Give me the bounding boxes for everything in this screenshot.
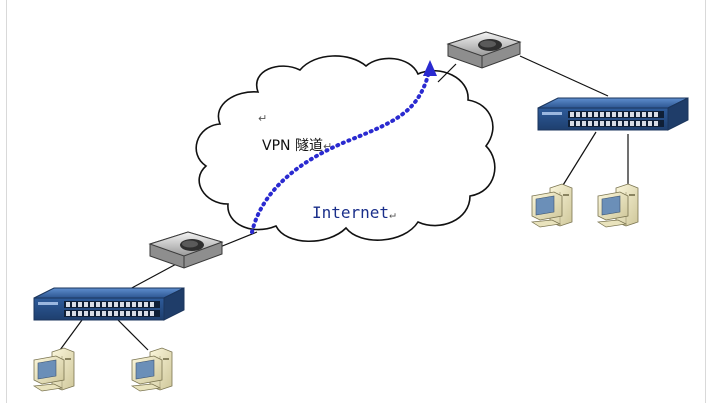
- link-switch-left-pc1: [59, 319, 83, 351]
- vpn-tunnel-label: VPN 隧道↵: [262, 138, 332, 154]
- link-switch-right-pc1: [559, 131, 597, 191]
- right-border-line: [705, 0, 706, 403]
- link-switch-left-pc2: [117, 319, 149, 351]
- pc-icon: [531, 183, 573, 228]
- vpn-router-right-icon: [447, 31, 521, 69]
- pc-icon: [33, 347, 75, 392]
- left-border-line: [6, 0, 7, 403]
- link-cloud-router-right: [437, 63, 457, 83]
- pc-icon: [131, 347, 173, 392]
- pc-icon: [597, 183, 639, 228]
- vpn-router-left-icon: [149, 231, 223, 269]
- link-router-right-switch: [519, 55, 609, 97]
- vpn-tunnel-path: [250, 66, 432, 234]
- link-router-left-switch: [127, 261, 181, 291]
- paragraph-mark: ↵: [258, 112, 267, 125]
- switch-left-icon: [33, 287, 185, 321]
- vpn-tunnel-arrow-icon: [423, 60, 437, 76]
- internet-label: Internet↵: [312, 203, 396, 222]
- switch-right-icon: [537, 97, 689, 131]
